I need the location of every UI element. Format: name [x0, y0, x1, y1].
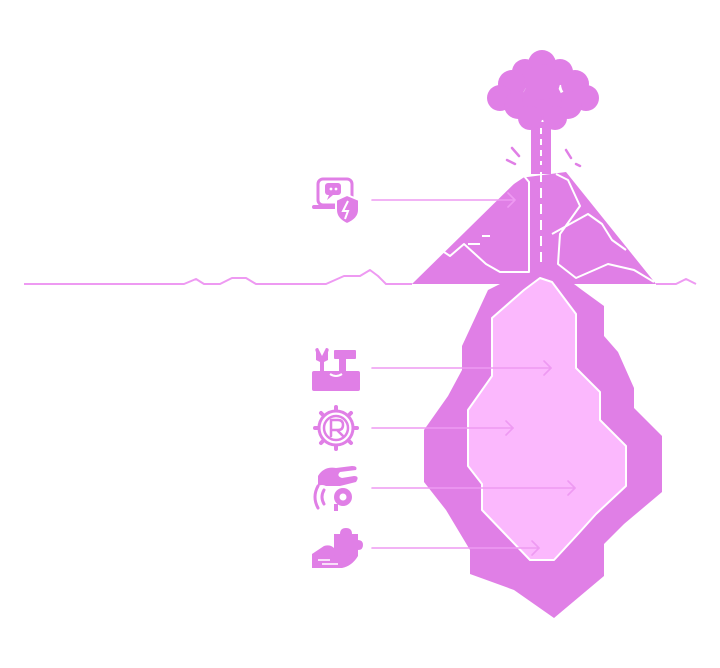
hand-coin-signal-icon [313, 466, 358, 511]
eruption-cloud [487, 50, 599, 130]
volcano-ridge-lines [419, 173, 655, 283]
iceberg-inner [467, 277, 627, 561]
eruption-sparks [505, 146, 582, 168]
iceberg [424, 277, 662, 618]
volcano [412, 50, 656, 284]
eruption-column [531, 122, 551, 174]
connectors [371, 192, 576, 556]
connector-5 [371, 540, 540, 556]
registered-trademark-gear-icon [313, 405, 359, 451]
volcano-body [412, 172, 656, 284]
connector-1 [371, 192, 516, 208]
chat-bubble-security-shield-icon [312, 177, 360, 226]
connector-4 [371, 480, 576, 496]
surface-line [24, 269, 697, 285]
connector-2 [371, 360, 552, 376]
connector-3 [371, 420, 514, 436]
wrench-hammer-tools-icon [312, 348, 360, 391]
hand-puzzle-piece-icon [312, 528, 363, 568]
